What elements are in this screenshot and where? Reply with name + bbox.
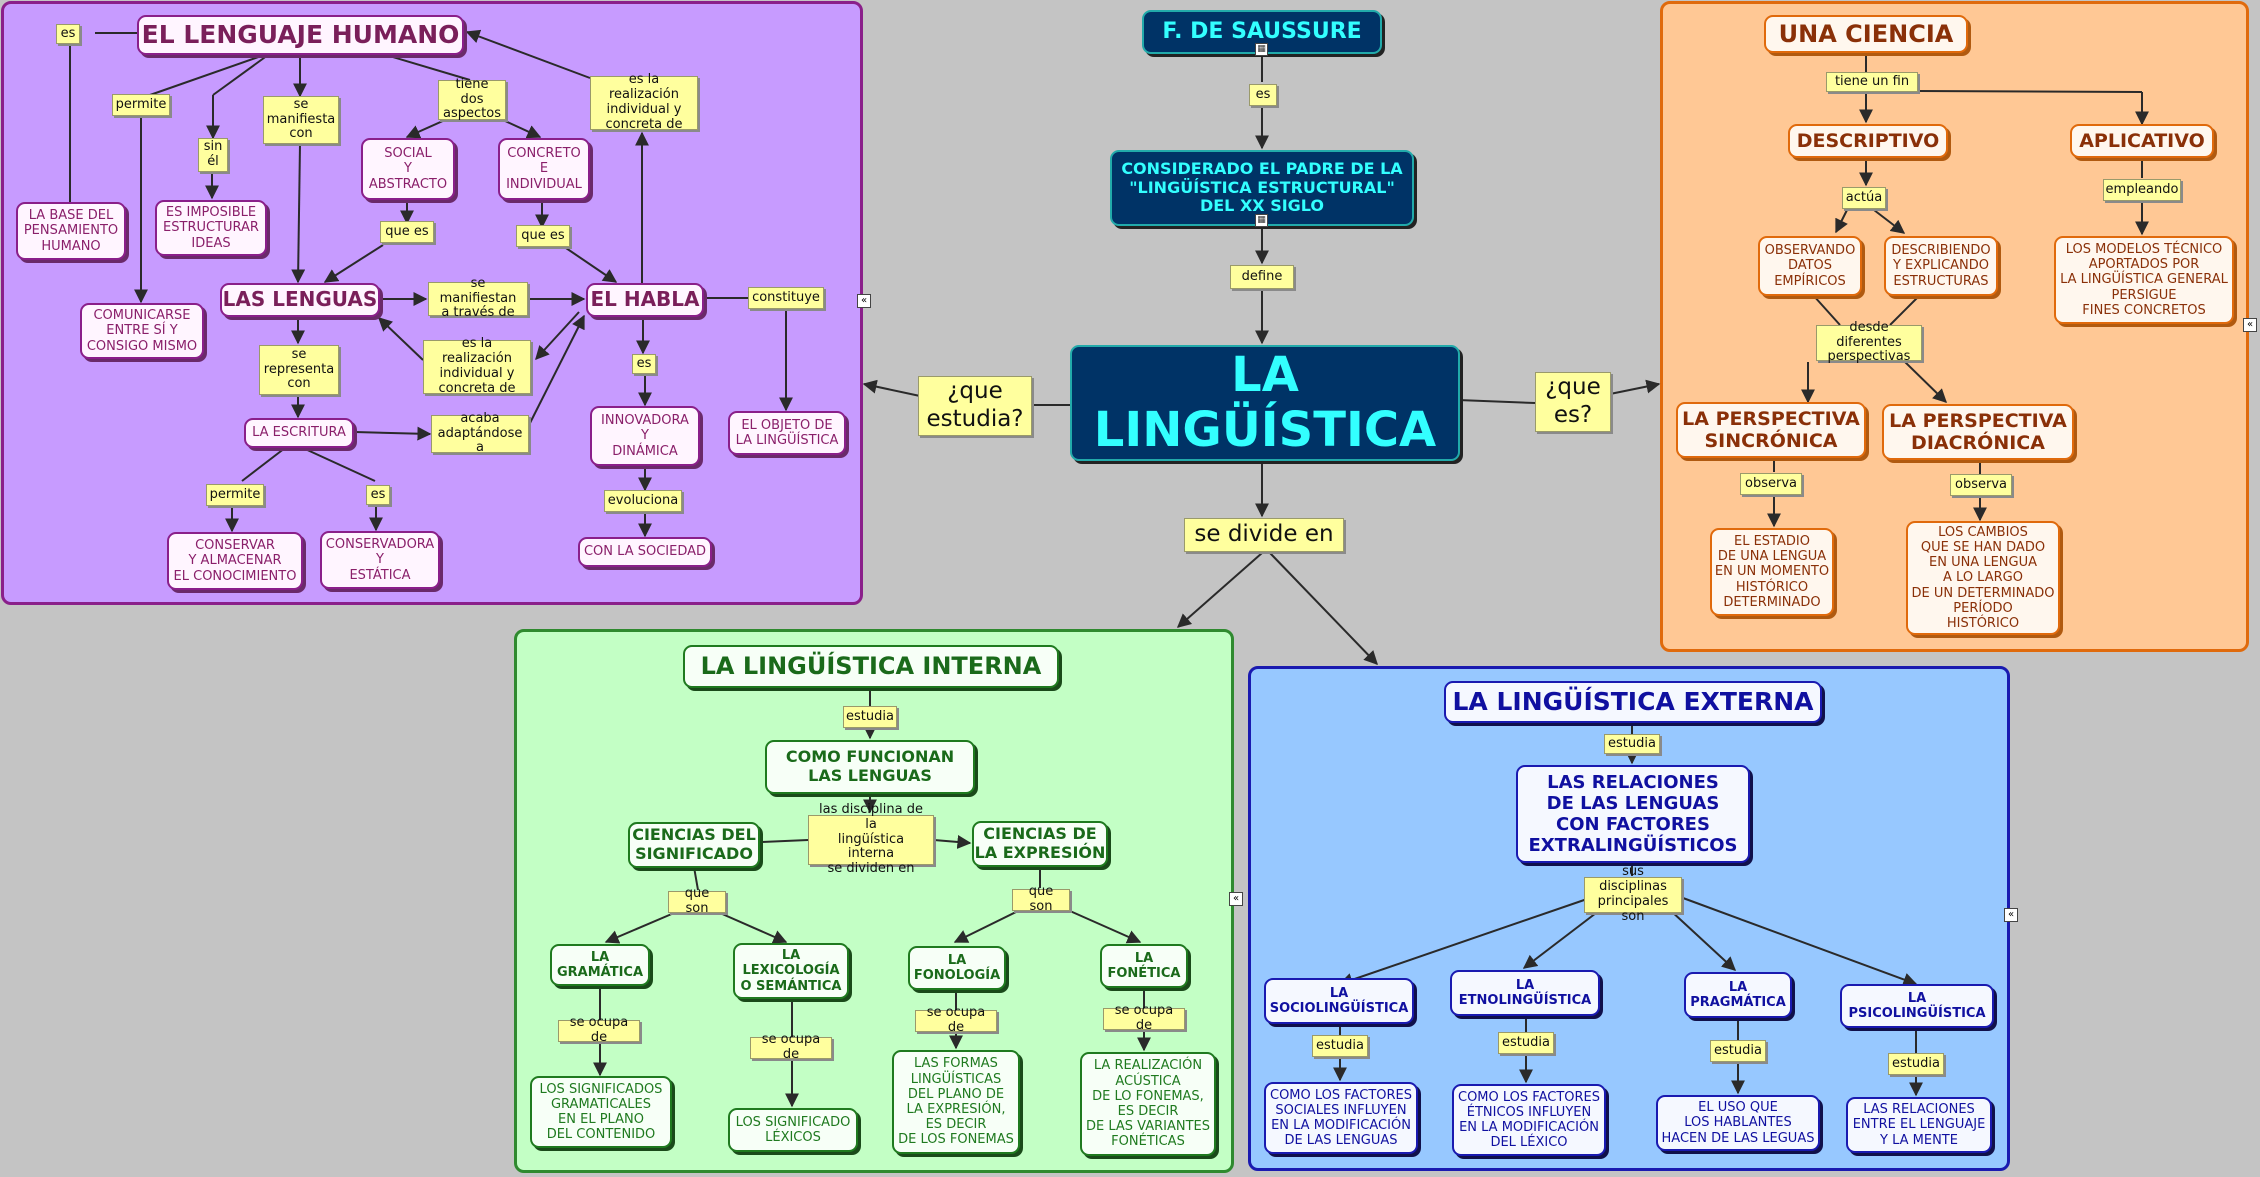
- node-padre[interactable]: CONSIDERADO EL PADRE DE LA "LINGÜÍSTICA …: [1110, 150, 1414, 226]
- node-la-escritura[interactable]: LA ESCRITURA: [244, 418, 354, 448]
- node-factores-sociales[interactable]: COMO LOS FACTORES SOCIALES INFLUYEN EN L…: [1264, 1082, 1418, 1154]
- link-que-son-2: que son: [1012, 884, 1070, 914]
- node-social-abstracto[interactable]: SOCIAL Y ABSTRACTO: [361, 138, 455, 200]
- link-es: es: [1249, 84, 1277, 106]
- link-define: define: [1230, 265, 1294, 289]
- link-estudia-4: estudia: [1888, 1053, 1944, 1075]
- link-estudia-externa: estudia: [1604, 734, 1660, 754]
- node-aplicativo[interactable]: APLICATIVO: [2070, 124, 2214, 158]
- node-estadio[interactable]: EL ESTADIO DE UNA LENGUA EN UN MOMENTO H…: [1710, 528, 1834, 616]
- link-permite-2: permite: [206, 484, 264, 506]
- link-evoluciona: evoluciona: [604, 490, 682, 512]
- link-actua: actúa: [1842, 187, 1886, 209]
- link-que-es: ¿que es?: [1535, 372, 1611, 432]
- link-realizacion-mid: es la realización individual y concreta …: [423, 336, 531, 396]
- node-las-lenguas[interactable]: LAS LENGUAS: [220, 283, 380, 317]
- node-ciencias-significado[interactable]: CIENCIAS DEL SIGNIFICADO: [628, 822, 760, 868]
- link-que-es-2: que es: [516, 225, 570, 247]
- link-que-es-1: que es: [380, 221, 434, 243]
- link-tiene-un-fin: tiene un fin: [1826, 72, 1918, 92]
- node-pragmatica[interactable]: LA PRAGMÁTICA: [1684, 972, 1792, 1018]
- node-relaciones-lenguas[interactable]: LAS RELACIONES DE LAS LENGUAS CON FACTOR…: [1516, 765, 1750, 863]
- node-etnolinguistica[interactable]: LA ETNOLINGÜÍSTICA: [1450, 970, 1600, 1016]
- link-disciplinas-externa: sus disciplinas principales son: [1584, 864, 1682, 924]
- link-disciplina-interna: las disciplina de la lingüística interna…: [808, 802, 934, 876]
- node-comunicarse[interactable]: COMUNICARSE ENTRE SÍ Y CONSIGO MISMO: [80, 303, 204, 359]
- node-linguistica-externa[interactable]: LA LINGÜÍSTICA EXTERNA: [1444, 681, 1822, 723]
- node-gramatica[interactable]: LA GRAMÁTICA: [550, 944, 650, 986]
- node-base-pensamiento[interactable]: LA BASE DEL PENSAMIENTO HUMANO: [16, 202, 126, 260]
- node-sociolinguistica[interactable]: LA SOCIOLINGÜÍSTICA: [1264, 978, 1414, 1024]
- link-empleando: empleando: [2103, 179, 2181, 201]
- link-constituye: constituye: [748, 287, 824, 309]
- link-ocupa-4: se ocupa de: [1103, 1003, 1185, 1033]
- node-modelos[interactable]: LOS MODELOS TÉCNICO APORTADOS POR LA LIN…: [2054, 236, 2234, 324]
- node-formas-linguisticas[interactable]: LAS FORMAS LINGÜÍSTICAS DEL PLANO DE LA …: [892, 1050, 1020, 1154]
- node-conservar[interactable]: CONSERVAR Y ALMACENAR EL CONOCIMIENTO: [167, 532, 303, 590]
- link-ocupa-3: se ocupa de: [915, 1005, 997, 1035]
- node-como-funcionan[interactable]: COMO FUNCIONAN LAS LENGUAS: [765, 740, 975, 794]
- node-imposible[interactable]: ES IMPOSIBLE ESTRUCTURAR IDEAS: [155, 200, 267, 256]
- link-es-base: es: [56, 24, 80, 44]
- node-lenguaje-mente[interactable]: LAS RELACIONES ENTRE EL LENGUAJE Y LA ME…: [1846, 1097, 1992, 1153]
- link-se-divide-en: se divide en: [1184, 518, 1344, 552]
- node-describiendo[interactable]: DESCRIBIENDO Y EXPLICANDO ESTRUCTURAS: [1884, 236, 1998, 296]
- link-observa-2: observa: [1950, 474, 2012, 496]
- link-desde-perspectivas: desde diferentes perspectivas: [1816, 320, 1922, 364]
- link-que-estudia: ¿que estudia?: [918, 376, 1032, 436]
- node-con-la-sociedad[interactable]: CON LA SOCIEDAD: [578, 537, 712, 567]
- link-es-3: es: [632, 354, 656, 374]
- node-realizacion-acustica[interactable]: LA REALIZACIÓN ACÚSTICA DE LO FONEMAS, E…: [1080, 1052, 1216, 1156]
- node-una-ciencia[interactable]: UNA CIENCIA: [1764, 15, 1968, 53]
- link-es-2: es: [366, 485, 390, 505]
- collapse-icon[interactable]: «: [2004, 908, 2018, 922]
- node-sincronica[interactable]: LA PERSPECTIVA SINCRÓNICA: [1676, 402, 1866, 458]
- link-acaba-adaptandose: acaba adaptándose a: [431, 411, 529, 455]
- node-objeto-linguistica[interactable]: EL OBJETO DE LA LINGÜÍSTICA: [728, 411, 846, 455]
- link-sin-el: sin él: [198, 138, 228, 172]
- link-estudia-interna: estudia: [843, 706, 897, 728]
- link-ocupa-1: se ocupa de: [558, 1015, 640, 1045]
- node-conservadora[interactable]: CONSERVADORA Y ESTÁTICA: [320, 531, 440, 589]
- link-observa-1: observa: [1740, 473, 1802, 495]
- link-ocupa-2: se ocupa de: [750, 1032, 832, 1062]
- node-el-habla[interactable]: EL HABLA: [586, 283, 704, 317]
- attachment-icon[interactable]: ▦: [1255, 43, 1268, 56]
- node-innovadora[interactable]: INNOVADORA Y DINÁMICA: [590, 406, 700, 466]
- node-fonologia[interactable]: LA FONOLOGÍA: [908, 946, 1006, 990]
- node-significados-gramaticales[interactable]: LOS SIGNIFICADOS GRAMATICALES EN EL PLAN…: [530, 1076, 672, 1148]
- node-ciencias-expresion[interactable]: CIENCIAS DE LA EXPRESIÓN: [972, 821, 1108, 867]
- link-se-manifiesta-con: se manifiesta con: [263, 96, 339, 144]
- link-estudia-2: estudia: [1498, 1032, 1554, 1054]
- link-estudia-1: estudia: [1312, 1035, 1368, 1057]
- link-permite: permite: [112, 94, 170, 116]
- link-que-son-1: que son: [668, 886, 726, 916]
- link-tiene-dos-aspectos: tiene dos aspectos: [438, 77, 506, 121]
- link-estudia-3: estudia: [1710, 1040, 1766, 1062]
- collapse-icon[interactable]: «: [2243, 318, 2257, 332]
- collapse-icon[interactable]: «: [857, 294, 871, 308]
- node-observando[interactable]: OBSERVANDO DATOS EMPÍRICOS: [1758, 236, 1862, 296]
- node-factores-etnicos[interactable]: COMO LOS FACTORES ÉTNICOS INFLUYEN EN LA…: [1452, 1084, 1606, 1156]
- node-descriptivo[interactable]: DESCRIPTIVO: [1788, 124, 1948, 158]
- node-lenguaje-humano[interactable]: EL LENGUAJE HUMANO: [137, 15, 464, 55]
- node-significados-lexicos[interactable]: LOS SIGNIFICADO LÉXICOS: [728, 1108, 858, 1152]
- node-cambios[interactable]: LOS CAMBIOS QUE SE HAN DADO EN UNA LENGU…: [1906, 521, 2060, 635]
- collapse-icon[interactable]: «: [1229, 892, 1243, 906]
- node-uso-hablantes[interactable]: EL USO QUE LOS HABLANTES HACEN DE LAS LE…: [1656, 1095, 1820, 1151]
- node-concreto-individual[interactable]: CONCRETO E INDIVIDUAL: [498, 138, 590, 200]
- node-psicolinguistica[interactable]: LA PSICOLINGÜÍSTICA: [1840, 984, 1994, 1028]
- node-diacronica[interactable]: LA PERSPECTIVA DIACRÓNICA: [1882, 404, 2074, 460]
- node-linguistica-interna[interactable]: LA LINGÜÍSTICA INTERNA: [683, 645, 1059, 688]
- link-realizacion-top: es la realización individual y concreta …: [590, 72, 698, 132]
- node-fonetica[interactable]: LA FONÉTICA: [1100, 944, 1188, 988]
- node-lexicologia[interactable]: LA LEXICOLOGÍA O SEMÁNTICA: [733, 943, 849, 999]
- link-se-representa: se representa con: [259, 345, 339, 395]
- attachment-icon[interactable]: ▦: [1255, 214, 1268, 227]
- link-se-manifiestan: se manifiestan a través de: [428, 276, 528, 320]
- node-la-linguistica[interactable]: LA LINGÜÍSTICA: [1070, 345, 1460, 461]
